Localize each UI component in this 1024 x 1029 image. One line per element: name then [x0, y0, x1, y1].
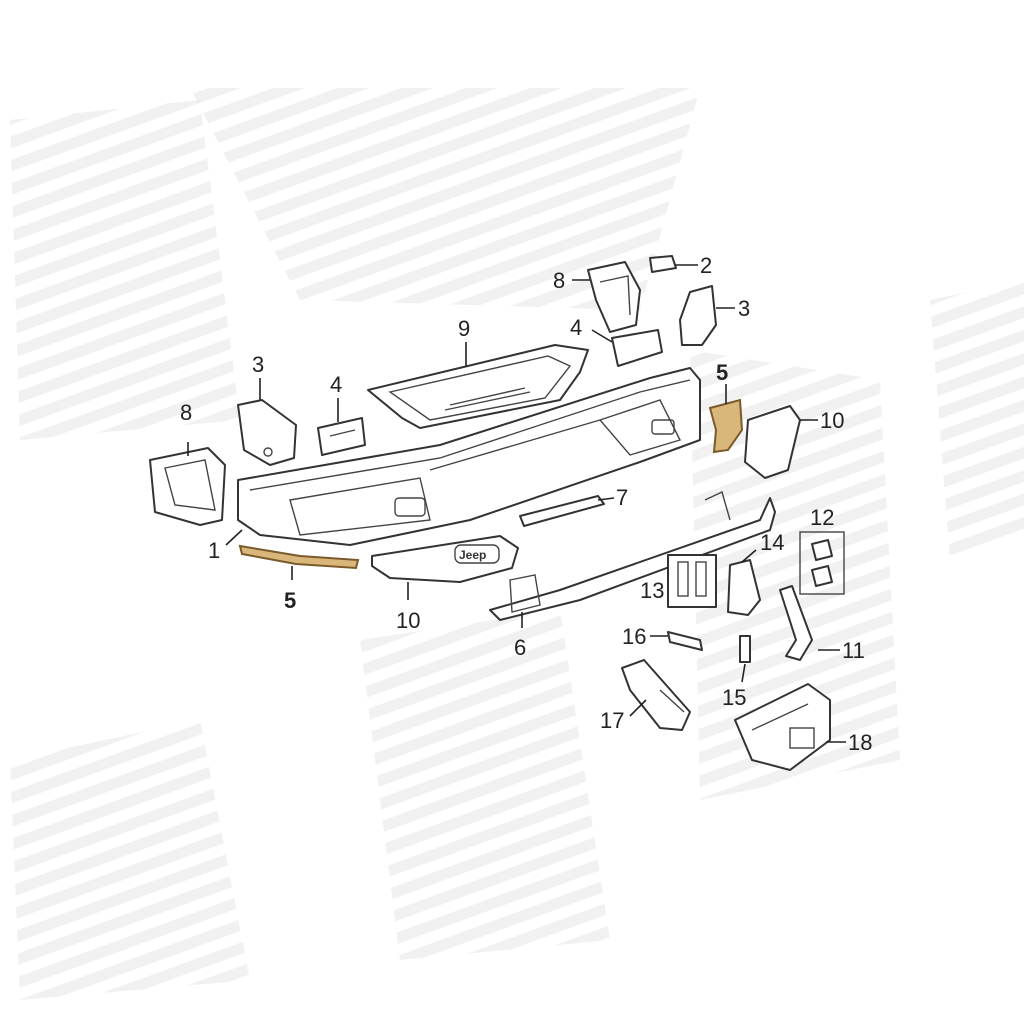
callout-15: 15 [722, 685, 746, 710]
part-16-link [667, 631, 703, 651]
callout-7: 7 [616, 485, 628, 510]
brand-badge: Jeep [459, 548, 486, 562]
callout-18: 18 [848, 730, 872, 755]
watermark [10, 88, 1024, 1000]
part-9-step-pad [367, 344, 589, 429]
part-10-trim-left: Jeep [371, 535, 519, 583]
part-3-bracket-right [679, 285, 717, 346]
part-12-bolts [799, 531, 845, 595]
part-1-bumper [237, 367, 701, 546]
callout-3-right: 3 [738, 296, 750, 321]
callout-16: 16 [622, 624, 646, 649]
part-7-strip [519, 495, 605, 527]
callouts: 1 2 3 3 4 4 5 5 6 7 8 8 9 [180, 253, 872, 755]
part-15-bolt [739, 635, 751, 663]
part-13-plates [667, 554, 717, 608]
callout-6: 6 [514, 635, 526, 660]
callout-8-left: 8 [180, 400, 192, 425]
callout-5-right: 5 [716, 360, 728, 385]
callout-9: 9 [458, 316, 470, 341]
part-14-bracket [727, 559, 761, 616]
part-4-bracket-right [611, 329, 663, 367]
part-2-cap [649, 255, 677, 273]
part-3-bracket-left [237, 399, 297, 466]
callout-10-left: 10 [396, 608, 420, 633]
part-6-beam [489, 491, 776, 621]
part-10-trim-right [744, 405, 801, 479]
callout-12: 12 [810, 505, 834, 530]
part-8-end-cap-right [587, 261, 641, 333]
part-5-strip-left [238, 544, 360, 570]
part-8-end-cap-left [149, 447, 226, 526]
callout-4-right: 4 [570, 315, 582, 340]
callout-8-right: 8 [553, 268, 565, 293]
part-4-bracket-left [317, 417, 366, 456]
callout-14: 14 [760, 530, 784, 555]
callout-4-left: 4 [330, 372, 342, 397]
callout-5-left: 5 [284, 588, 296, 613]
callout-13: 13 [640, 578, 664, 603]
part-11-hook [779, 585, 813, 661]
callout-17: 17 [600, 708, 624, 733]
callout-2: 2 [700, 253, 712, 278]
part-5-piece-right [708, 398, 744, 454]
part-18-hitch [734, 683, 831, 771]
callout-1: 1 [208, 538, 220, 563]
callout-11: 11 [842, 638, 865, 663]
callout-10-right: 10 [820, 408, 844, 433]
callout-3-left: 3 [252, 352, 264, 377]
part-17-strap [621, 659, 691, 731]
